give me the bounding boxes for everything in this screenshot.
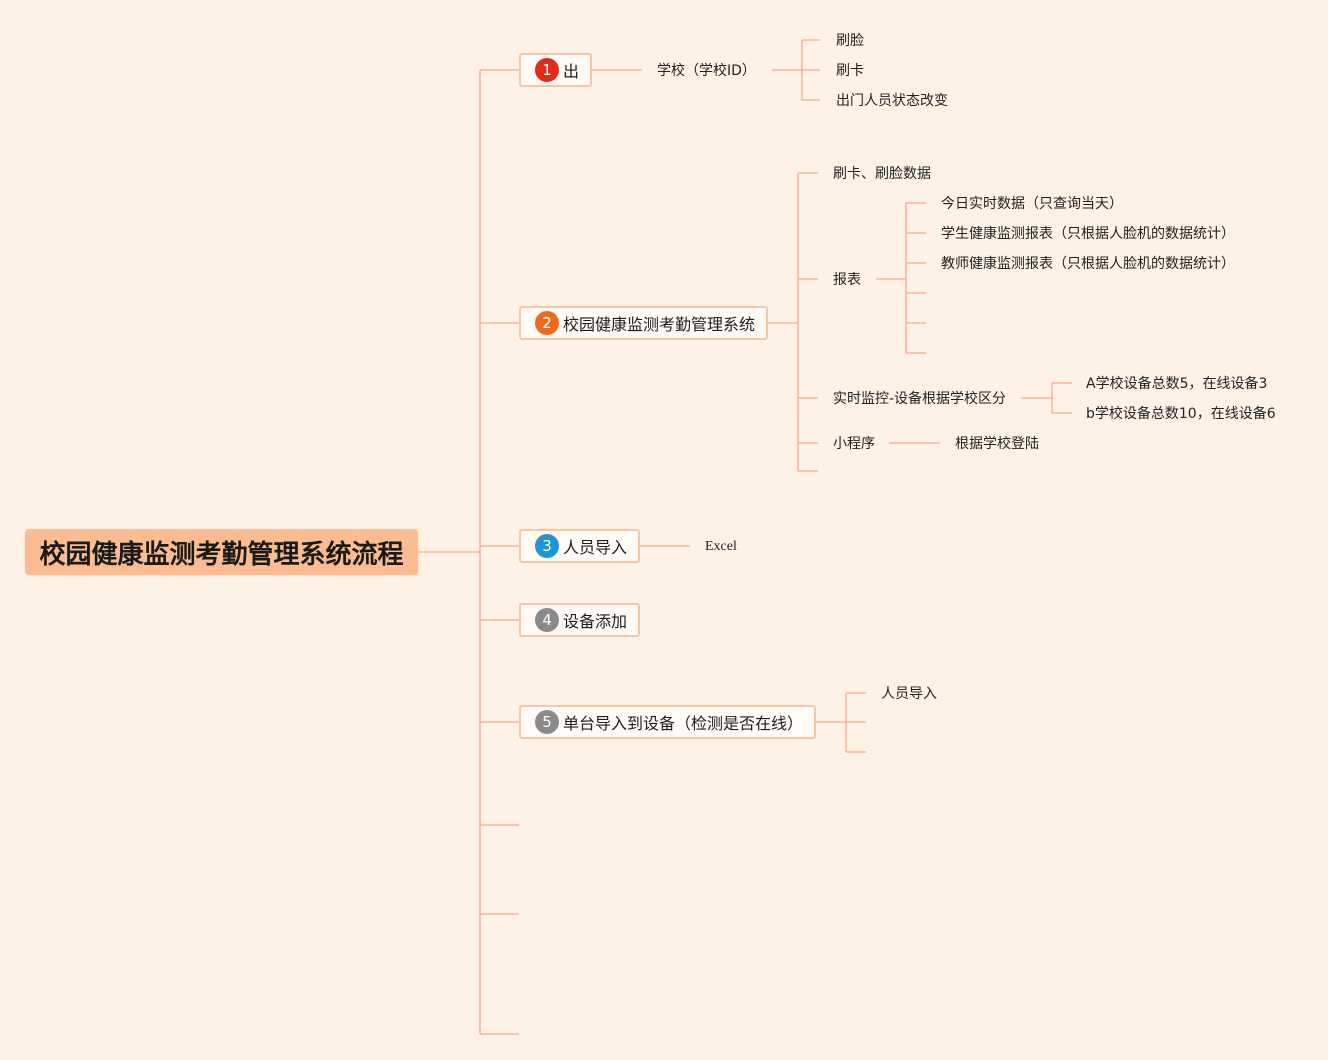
root-topic[interactable]: 校园健康监测考勤管理系统流程 [25,529,418,575]
subtopic-report[interactable]: 报表 [833,272,861,288]
topic-1[interactable]: 1 出 [519,53,592,87]
number-1-icon: 1 [535,58,559,82]
subtopic-mini-program[interactable]: 小程序 [833,436,875,452]
number-3-icon: 3 [535,534,559,558]
mini-program-login[interactable]: 根据学校登陆 [955,436,1039,452]
number-5-icon: 5 [535,710,559,734]
report-item-student[interactable]: 学生健康监测报表（只根据人脸机的数据统计） [941,226,1235,242]
root-title: 校园健康监测考勤管理系统流程 [39,539,404,570]
topic-5[interactable]: 5 单台导入到设备（检测是否在线） [519,705,816,739]
number-4-icon: 4 [535,608,559,632]
subtopic-swipe-data[interactable]: 刷卡、刷脸数据 [833,166,931,182]
topic-4[interactable]: 4 设备添加 [519,603,640,637]
number-2-icon: 2 [535,311,559,335]
monitor-item-b[interactable]: b学校设备总数10，在线设备6 [1086,406,1276,422]
subtopic-person-import[interactable]: 人员导入 [881,686,937,702]
topic-1-label: 出 [563,62,580,81]
topic-2[interactable]: 2 校园健康监测考勤管理系统 [519,306,768,340]
monitor-item-a[interactable]: A学校设备总数5，在线设备3 [1086,376,1268,392]
report-item-teacher[interactable]: 教师健康监测报表（只根据人脸机的数据统计） [941,256,1235,272]
subtopic-school[interactable]: 学校（学校ID） [657,63,756,79]
subtopic-exit-status[interactable]: 出门人员状态改变 [836,93,948,109]
topic-4-label: 设备添加 [563,612,628,631]
topic-3[interactable]: 3 人员导入 [519,529,640,563]
topic-2-label: 校园健康监测考勤管理系统 [563,315,756,334]
report-item-today[interactable]: 今日实时数据（只查询当天） [941,196,1123,212]
subtopic-excel[interactable]: Excel [705,539,737,554]
subtopic-face-scan[interactable]: 刷脸 [836,33,864,49]
subtopic-card-swipe[interactable]: 刷卡 [836,63,864,79]
subtopic-monitor[interactable]: 实时监控-设备根据学校区分 [833,391,1007,407]
topic-3-label: 人员导入 [563,538,628,557]
topic-5-label: 单台导入到设备（检测是否在线） [563,714,804,733]
